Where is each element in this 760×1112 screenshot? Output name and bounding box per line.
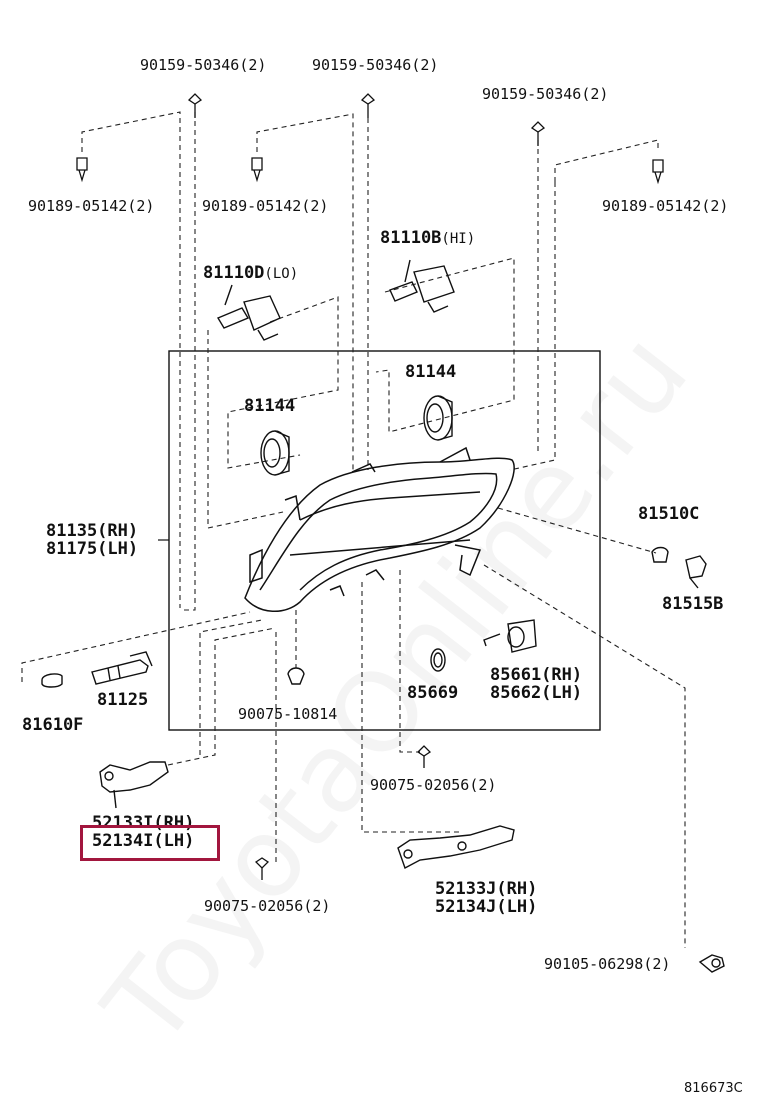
grommet-icon [287,667,305,685]
label-bracket-j-rh: 52133J(RH) [435,879,538,899]
dash-screw-a [182,112,196,611]
dash-81510c [497,507,657,554]
dash-nut-c-down [509,182,556,471]
label-cap-left: 81144 [244,396,296,416]
dash-bulb-hi [375,257,515,433]
dash-bulb-lo-top [227,296,339,469]
bracket-52133i-icon [99,761,169,809]
label-bulb-lo-suffix: (LO) [264,266,299,282]
screw-90075-b-icon [254,857,270,880]
label-bulb-lo: 81110D(LO) [203,265,298,283]
dash-52133i-b [167,627,276,766]
oring-icon [430,648,446,672]
label-socket-81125: 81125 [97,690,149,710]
label-nut-90189-b: 90189-05142(2) [202,197,329,215]
screw-90075-a-icon [416,745,432,768]
cap-right-icon [423,395,453,441]
highlight-box [80,825,220,861]
label-bulb-hi: 81110B(HI) [380,230,475,248]
label-oring-85669: 85669 [407,683,459,703]
dash-52133j [361,582,460,833]
socket-81515b-icon [685,555,707,589]
label-bracket-i-lh: 52134I(LH) [92,831,195,851]
nut-c-icon [652,159,664,185]
label-grommet-90075: 90075-10814 [238,705,338,723]
label-socket-81515b: 81515B [662,594,724,614]
headlamp-housing-icon [244,446,515,613]
nut-a-icon [76,157,88,183]
label-screw-90159-c: 90159-50346(2) [482,85,609,103]
leveling-unit-icon [483,619,537,653]
label-nut-90189-c: 90189-05142(2) [602,197,729,215]
label-lamp-lh: 81175(LH) [46,539,139,559]
screw-c-icon [530,121,546,146]
label-bolt-90105: 90105-06298(2) [544,955,671,973]
socket-81125-icon [91,651,153,685]
cap-left-icon [260,430,290,476]
screw-a-icon [187,93,203,118]
label-unit-lh: 85662(LH) [490,683,583,703]
dash-90075-a [399,570,420,753]
bulb-81610f-icon [41,673,63,688]
label-lamp-rh: 81135(RH) [46,521,139,541]
dash-nut-a [81,111,181,608]
label-screw-90159-a: 90159-50346(2) [140,56,267,74]
nut-b-icon [251,157,263,183]
label-screw-90075-b: 90075-02056(2) [204,897,331,915]
dash-bulb-lo [207,330,284,529]
bulb-81510c-icon [651,546,669,563]
label-bulb-81510c: 81510C [638,504,700,524]
dash-90105 [483,564,686,948]
dash-nut-c [554,139,659,182]
dash-nut-b [256,113,354,470]
label-bulb-lo-code: 81110D [203,263,265,283]
label-unit-rh: 85661(RH) [490,665,583,685]
bracket-52133j-icon [397,825,515,870]
label-bracket-j-lh: 52134J(LH) [435,897,538,917]
dash-52133i [199,619,263,755]
bulb-lo-icon [216,284,281,341]
label-bulb-hi-code: 81110B [380,228,442,248]
label-nut-90189-a: 90189-05142(2) [28,197,155,215]
label-bulb-hi-suffix: (HI) [441,231,476,247]
label-screw-90159-b: 90159-50346(2) [312,56,439,74]
label-screw-90075-a: 90075-02056(2) [370,776,497,794]
reference-code: 816673C [684,1081,743,1096]
label-cap-right: 81144 [405,362,457,382]
bulb-hi-icon [389,259,455,313]
label-bulb-81610f: 81610F [22,715,84,735]
screw-b-icon [360,93,376,118]
dash-81610f [21,611,251,682]
bolt-90105-icon [698,954,725,973]
